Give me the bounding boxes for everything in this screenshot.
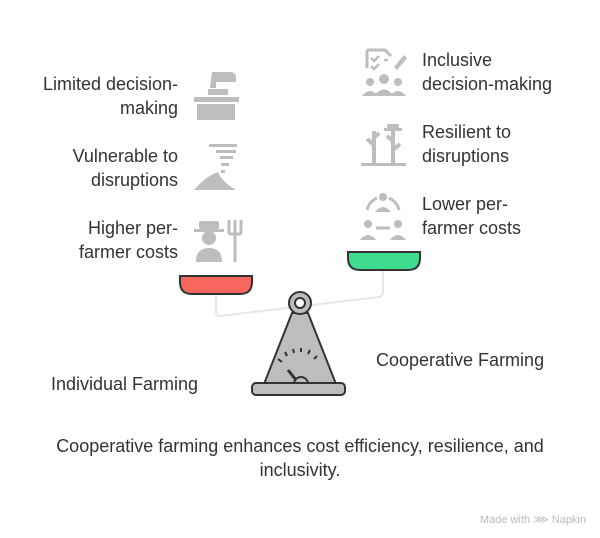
people-cycle-icon [360, 193, 406, 240]
tornado-icon [194, 144, 237, 190]
right-item-disruptions: Resilient to disruptions [422, 120, 592, 168]
gauge-icon [277, 348, 318, 385]
item-text: Limited decision- [42, 74, 178, 94]
watermark: Made with ⋙ Napkin [479, 514, 586, 526]
group-checklist-icon [362, 48, 407, 96]
left-item-decision: Limited decision- making [8, 72, 178, 120]
conclusion: Cooperative farming enhances cost effici… [0, 434, 600, 482]
conclusion-line: Cooperative farming enhances cost effici… [56, 436, 544, 456]
right-item-costs: Lower per- farmer costs [422, 192, 592, 240]
item-text: disruptions [90, 170, 178, 190]
conclusion-line: inclusivity. [259, 460, 341, 480]
trees-icon [361, 124, 406, 166]
right-title: Cooperative Farming [376, 350, 545, 370]
left-item-disruptions: Vulnerable to disruptions [8, 144, 178, 192]
item-text: Higher per- [87, 218, 178, 238]
item-text: disruptions [422, 146, 510, 166]
item-text: farmer costs [78, 242, 178, 262]
left-pan [179, 275, 253, 295]
farmer-icon [194, 220, 243, 262]
right-pan [347, 251, 421, 271]
item-text: Lower per- [422, 194, 509, 214]
ballot-box-icon [194, 72, 239, 120]
item-text: farmer costs [422, 218, 522, 238]
item-text: Inclusive [422, 50, 493, 70]
scale-stand [251, 291, 346, 396]
item-text: Resilient to [422, 122, 512, 142]
left-title: Individual Farming [51, 374, 199, 394]
item-text: making [119, 98, 178, 118]
left-item-costs: Higher per- farmer costs [8, 216, 178, 264]
item-text: decision-making [422, 74, 553, 94]
item-text: Vulnerable to [72, 146, 178, 166]
right-item-decision: Inclusive decision-making [422, 48, 592, 96]
